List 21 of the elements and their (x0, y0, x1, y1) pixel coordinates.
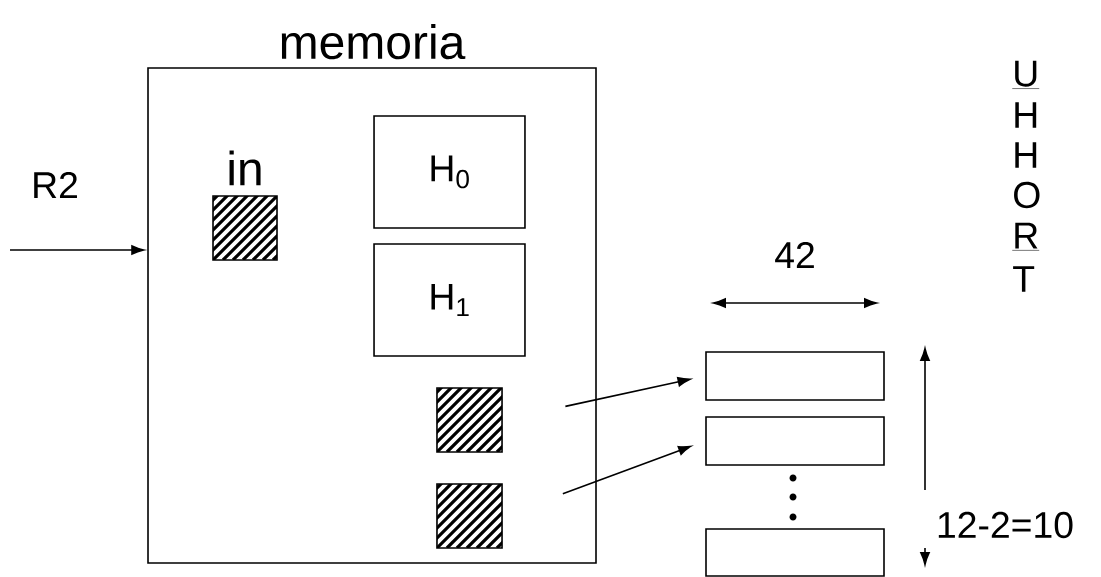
label: R (1012, 222, 1040, 251)
register-box: H$_{1}$ (373, 243, 526, 357)
label: H (1015, 102, 1037, 128)
node-label: memoria (281, 24, 466, 60)
array-cell (705, 528, 885, 577)
edge-label: R2 (34, 171, 77, 199)
label: H (1015, 142, 1037, 168)
label: 12-2=10 (938, 511, 1073, 539)
arrow (9, 245, 145, 255)
label: O (1014, 181, 1040, 209)
label: T (1013, 266, 1035, 292)
box-label: in (229, 150, 261, 186)
register-box: H$_{0}$ (373, 115, 526, 229)
array-cell (705, 416, 885, 466)
arrow (562, 445, 692, 495)
label: U (1012, 60, 1040, 89)
array-cell (705, 351, 885, 401)
arrow (564, 377, 691, 408)
label: 42 (775, 241, 814, 269)
hatched-square (436, 387, 503, 453)
hatched-square (436, 483, 503, 549)
